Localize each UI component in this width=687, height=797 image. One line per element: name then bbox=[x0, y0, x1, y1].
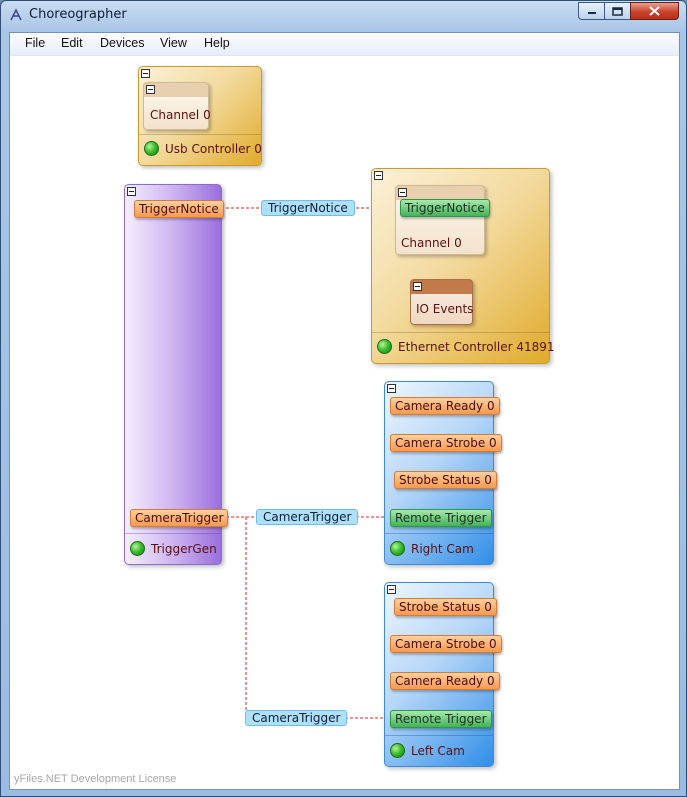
menu-view[interactable]: View bbox=[160, 36, 187, 50]
collapse-icon[interactable] bbox=[398, 188, 407, 197]
port-camera-trigger[interactable]: CameraTrigger bbox=[130, 509, 229, 527]
close-icon bbox=[649, 6, 660, 16]
minimize-button[interactable] bbox=[578, 2, 605, 20]
collapse-icon[interactable] bbox=[387, 384, 396, 393]
left-cam-footer: Left Cam bbox=[385, 735, 493, 766]
right-cam-node[interactable]: Camera Ready 0 Camera Strobe 0 Strobe St… bbox=[384, 381, 502, 565]
collapse-icon[interactable] bbox=[141, 69, 150, 78]
right-cam-title: Right Cam bbox=[411, 542, 474, 556]
edge-label-trigger-notice[interactable]: TriggerNotice bbox=[261, 200, 355, 216]
port-strobe-status[interactable]: Strobe Status 0 bbox=[394, 471, 497, 489]
usb-controller-title: Usb Controller 0 bbox=[165, 142, 262, 156]
status-led-icon bbox=[390, 541, 405, 556]
port-camera-ready[interactable]: Camera Ready 0 bbox=[390, 397, 500, 415]
edges-layer bbox=[213, 203, 401, 723]
app-icon bbox=[10, 8, 22, 21]
right-cam-footer: Right Cam bbox=[385, 533, 493, 564]
edge-camera-trigger-left bbox=[245, 517, 388, 719]
minimize-icon bbox=[587, 12, 596, 14]
collapse-icon[interactable] bbox=[374, 171, 383, 180]
title-bar[interactable]: Choreographer bbox=[1, 1, 686, 31]
client-area: File Edit Devices View Help bbox=[9, 32, 680, 790]
usb-controller-node[interactable]: Channel 0 Usb Controller 0 bbox=[138, 66, 262, 166]
close-button[interactable] bbox=[630, 2, 679, 20]
port-strobe-status[interactable]: Strobe Status 0 bbox=[394, 598, 497, 616]
maximize-button[interactable] bbox=[604, 2, 631, 20]
status-led-icon bbox=[377, 339, 392, 354]
ethernet-controller-footer: Ethernet Controller 41891 bbox=[372, 332, 555, 363]
maximize-icon bbox=[612, 6, 623, 16]
port-camera-ready[interactable]: Camera Ready 0 bbox=[390, 672, 500, 690]
collapse-icon[interactable] bbox=[127, 187, 136, 196]
trigger-gen-title: TriggerGen bbox=[151, 542, 217, 556]
usb-channel-label: Channel 0 bbox=[150, 108, 211, 122]
ethernet-controller-title: Ethernet Controller 41891 bbox=[398, 340, 555, 354]
port-trigger-notice-in[interactable]: TriggerNotice bbox=[400, 199, 490, 217]
left-cam-node[interactable]: Strobe Status 0 Camera Strobe 0 Camera R… bbox=[384, 582, 502, 767]
port-trigger-notice[interactable]: TriggerNotice bbox=[134, 200, 224, 218]
status-led-icon bbox=[130, 541, 145, 556]
edge-label-camera-trigger-left[interactable]: CameraTrigger bbox=[245, 710, 348, 726]
port-camera-strobe[interactable]: Camera Strobe 0 bbox=[390, 635, 502, 653]
menu-help[interactable]: Help bbox=[204, 36, 230, 50]
usb-channel-node[interactable]: Channel 0 bbox=[143, 82, 211, 130]
port-remote-trigger[interactable]: Remote Trigger bbox=[390, 509, 492, 527]
edge-label-camera-trigger-right[interactable]: CameraTrigger bbox=[256, 509, 359, 525]
ethernet-channel-label: Channel 0 bbox=[401, 236, 462, 250]
port-remote-trigger[interactable]: Remote Trigger bbox=[390, 710, 492, 728]
status-led-icon bbox=[144, 141, 159, 156]
status-led-icon bbox=[390, 743, 405, 758]
menu-devices[interactable]: Devices bbox=[100, 36, 145, 50]
collapse-icon[interactable] bbox=[387, 585, 396, 594]
usb-controller-footer: Usb Controller 0 bbox=[139, 134, 262, 165]
graph-canvas[interactable]: Channel 0 Usb Controller 0 TriggerNotice… bbox=[10, 56, 679, 789]
trigger-gen-footer: TriggerGen bbox=[125, 533, 221, 564]
menu-edit[interactable]: Edit bbox=[61, 36, 83, 50]
trigger-gen-node[interactable]: TriggerNotice CameraTrigger TriggerGen bbox=[124, 184, 229, 565]
window-title: Choreographer bbox=[29, 7, 127, 22]
license-watermark: yFiles.NET Development License bbox=[14, 773, 177, 785]
collapse-icon[interactable] bbox=[413, 282, 422, 291]
io-events-label: IO Events bbox=[416, 302, 474, 316]
menu-bar: File Edit Devices View Help bbox=[10, 33, 679, 56]
ethernet-controller-node[interactable]: TriggerNotice Channel 0 IO Events Ethern… bbox=[371, 168, 555, 364]
menu-file[interactable]: File bbox=[25, 36, 46, 50]
port-camera-strobe[interactable]: Camera Strobe 0 bbox=[390, 434, 502, 452]
collapse-icon[interactable] bbox=[146, 85, 155, 94]
ethernet-channel-node[interactable]: TriggerNotice Channel 0 bbox=[395, 185, 490, 255]
io-events-node[interactable]: IO Events bbox=[410, 279, 473, 325]
left-cam-title: Left Cam bbox=[411, 744, 465, 758]
